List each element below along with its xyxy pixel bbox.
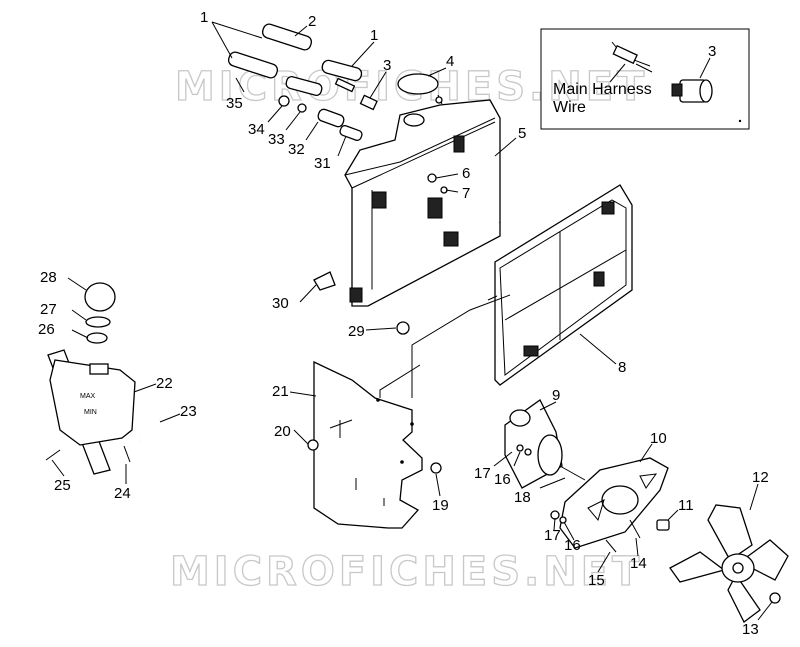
callout-7: 7: [462, 185, 470, 202]
callout-17a: 17: [474, 465, 491, 482]
callout-16a: 16: [494, 471, 511, 488]
radiator-cap: [397, 73, 439, 95]
callout-14: 14: [630, 555, 647, 572]
watermark-bottom: MICROFICHES.NET: [170, 549, 643, 595]
tank-cap: [84, 282, 116, 312]
hoses: [227, 23, 378, 141]
callout-21: 21: [272, 383, 289, 400]
fan-motor: [504, 399, 586, 489]
callout-16b: 16: [564, 537, 581, 554]
callout-23: 23: [180, 403, 197, 420]
callout-8: 8: [618, 359, 626, 376]
callout-35: 35: [226, 95, 243, 112]
callout-1b: 1: [370, 27, 378, 44]
callout-17b: 17: [544, 527, 561, 544]
callout-9: 9: [552, 387, 560, 404]
callout-10: 10: [650, 430, 667, 447]
callout-30: 30: [272, 295, 289, 312]
inset-label-line1: Main Harness: [553, 81, 652, 98]
callout-12: 12: [752, 469, 769, 486]
inset-label-line2: Wire: [553, 99, 586, 116]
overflow-tank: MAX MIN: [47, 349, 136, 475]
radiator: [344, 99, 501, 307]
fan-blade: [669, 504, 789, 623]
inset-box: 3 Main Harness Wire: [540, 28, 750, 130]
callout-5: 5: [518, 125, 526, 142]
callout-6: 6: [462, 165, 470, 182]
tank-min-label: MIN: [84, 409, 97, 416]
switch-part-3: [671, 79, 713, 103]
fan-shroud: [487, 184, 633, 386]
callout-13: 13: [742, 621, 759, 638]
callout-22: 22: [156, 375, 173, 392]
callout-18: 18: [514, 489, 531, 506]
callout-33: 33: [268, 131, 285, 148]
callout-1a: 1: [200, 9, 208, 26]
callout-28: 28: [40, 269, 57, 286]
inset-callout-3: 3: [708, 43, 716, 60]
callout-19: 19: [432, 497, 449, 514]
callout-4: 4: [446, 53, 454, 70]
callout-25: 25: [54, 477, 71, 494]
callout-32: 32: [288, 141, 305, 158]
callout-15: 15: [588, 572, 605, 589]
motor-mount: [559, 457, 669, 549]
callout-27: 27: [40, 301, 57, 318]
callout-numbers: 1 1 2 3 4 5 6 7 8 9 10 11 12 13 14 15 16…: [38, 9, 769, 638]
bracket-plate: [313, 360, 423, 529]
tank-max-label: MAX: [80, 393, 96, 400]
callout-3: 3: [383, 57, 391, 74]
callout-11: 11: [678, 497, 694, 514]
callout-26: 26: [38, 321, 55, 338]
callout-20: 20: [274, 423, 291, 440]
callout-34: 34: [248, 121, 265, 138]
callout-31: 31: [314, 155, 331, 172]
callout-24: 24: [114, 485, 131, 502]
leader-lines: [51, 21, 773, 621]
harness-wire-drawing: [611, 41, 653, 73]
callout-29: 29: [348, 323, 365, 340]
callout-2: 2: [308, 13, 316, 30]
